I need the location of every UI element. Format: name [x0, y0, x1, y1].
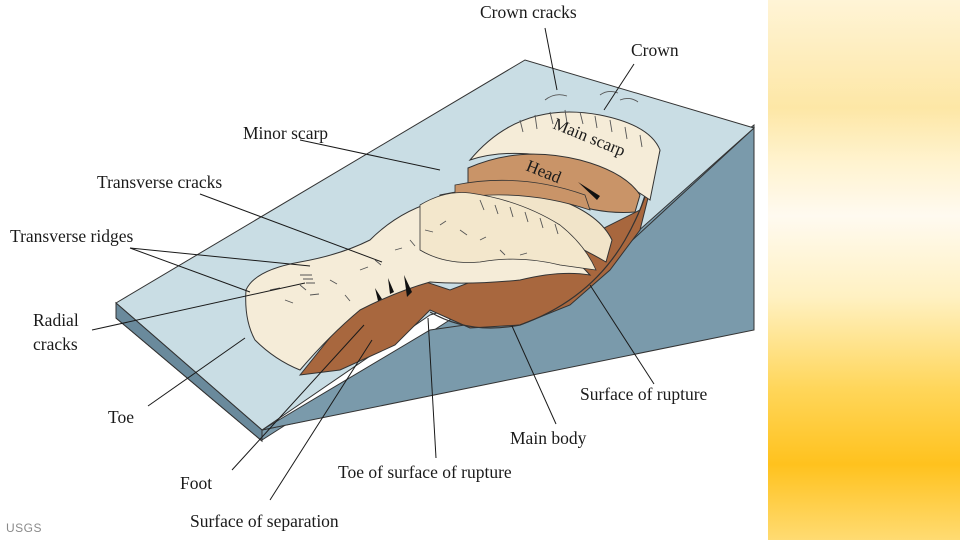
image-credit: USGS	[6, 521, 42, 535]
label-transverse-cracks: Transverse cracks	[97, 172, 222, 192]
decorative-gold-strip	[768, 0, 960, 540]
label-surface-of-separation: Surface of separation	[190, 511, 339, 531]
label-crown-cracks: Crown cracks	[480, 2, 577, 22]
label-main-body: Main body	[510, 428, 587, 448]
label-toe: Toe	[108, 407, 134, 427]
label-toe-of-surface-of-rupture: Toe of surface of rupture	[338, 462, 512, 482]
label-radial-cracks-line1: Radial	[33, 310, 79, 330]
label-radial-cracks-line2: cracks	[33, 334, 78, 354]
label-transverse-ridges: Transverse ridges	[10, 226, 133, 246]
label-surface-of-rupture: Surface of rupture	[580, 384, 708, 404]
label-crown: Crown	[631, 40, 679, 60]
label-foot: Foot	[180, 473, 212, 493]
landslide-block-illustration: Crown cracks Crown Minor scarp Transvers…	[0, 0, 768, 540]
label-minor-scarp: Minor scarp	[243, 123, 328, 143]
